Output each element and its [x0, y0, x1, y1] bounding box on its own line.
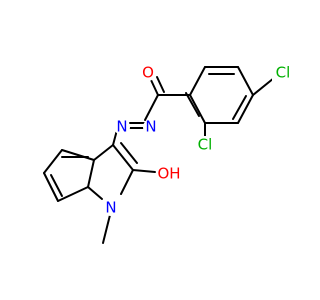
bond: [144, 94, 159, 121]
bond: [156, 76, 165, 93]
bond: [120, 142, 138, 164]
bond: [232, 95, 247, 120]
bond: [50, 174, 63, 197]
atom-cl-ortho: Cl: [194, 136, 216, 154]
bond: [61, 149, 95, 161]
atom-n-azo-right: N: [143, 118, 159, 136]
bond: [185, 92, 200, 117]
atom-label: Cl: [276, 64, 291, 82]
atom-oh: OH: [156, 165, 182, 183]
atom-label: O: [142, 64, 154, 82]
atom-label: OH: [157, 165, 180, 183]
atom-label: Cl: [198, 136, 213, 154]
atom-o-carbonyl: O: [140, 64, 156, 82]
atom-n-azo-left: N: [114, 118, 130, 136]
bond: [189, 66, 206, 96]
bond: [189, 94, 206, 124]
atom-labels: O Cl Cl N N OH N: [103, 64, 294, 217]
atom-label: N: [116, 118, 127, 136]
bond: [43, 149, 63, 174]
atom-n-indole: N: [103, 199, 119, 217]
bond: [112, 144, 134, 171]
bond: [57, 186, 89, 202]
bond: [87, 159, 95, 188]
bond: [237, 94, 254, 124]
atom-label: N: [145, 118, 156, 136]
bond: [120, 169, 134, 195]
bond: [87, 186, 103, 200]
bond: [237, 66, 254, 96]
bond: [102, 214, 111, 244]
bond: [252, 77, 275, 96]
bond: [93, 144, 114, 161]
bond: [150, 79, 159, 96]
bond: [43, 172, 59, 202]
atom-label: N: [105, 199, 116, 217]
atom-cl-para: Cl: [272, 64, 294, 82]
bond: [132, 169, 156, 173]
bonds: [43, 66, 275, 244]
chemical-structure: O Cl Cl N N OH N: [43, 63, 294, 244]
